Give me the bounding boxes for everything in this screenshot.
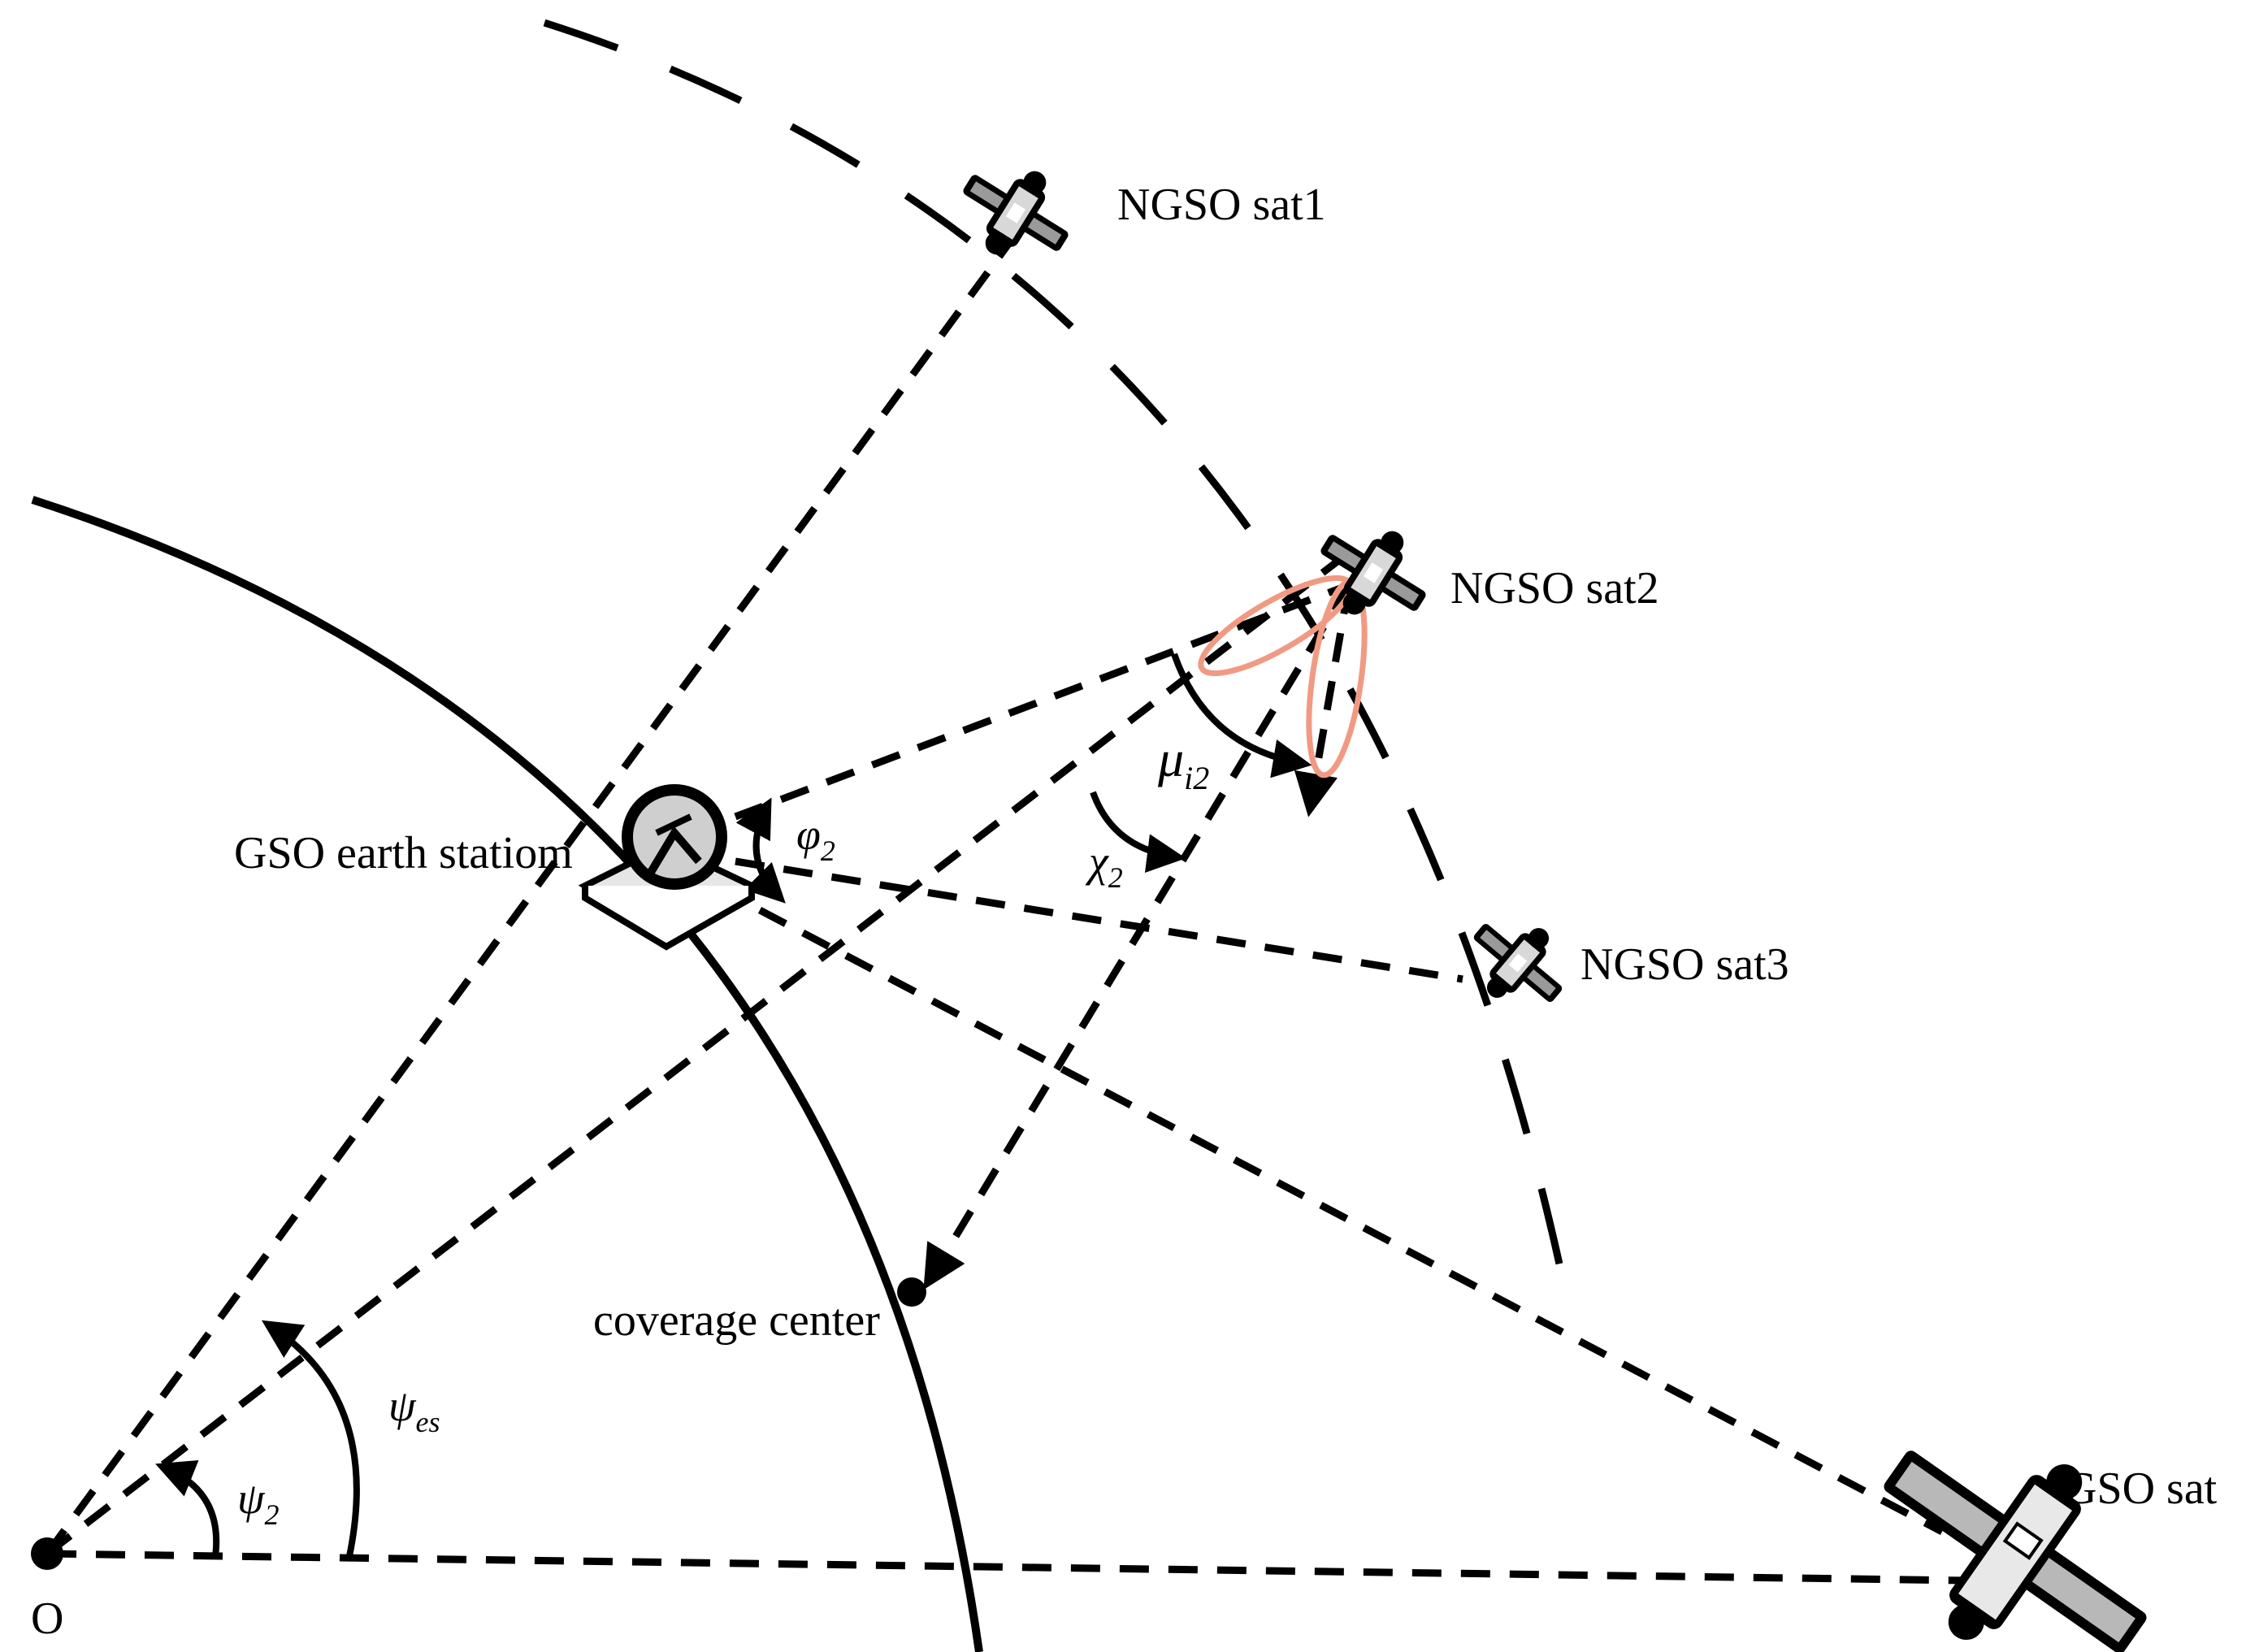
angle-arc-chi	[1090, 791, 1186, 874]
ngso-sat3-label: NGSO sat3	[1580, 939, 1789, 990]
angle-label-psi2: ψ2	[237, 1474, 280, 1531]
coverage-center-point	[897, 1277, 926, 1307]
gso-sat-label: GSO sat	[2064, 1463, 2218, 1514]
ngso-sat1-label: NGSO sat1	[1117, 180, 1326, 230]
beam-lobe-left	[1198, 575, 1354, 677]
angle-label-phi: φ2	[796, 810, 835, 867]
angle-arc-phi	[735, 797, 786, 904]
angle-arc-mu	[1171, 653, 1312, 778]
ray-origin-to-ngso-sat2	[45, 549, 1351, 1557]
ngso-sat2-boresight	[1294, 584, 1353, 817]
angle-label-psi-es: ψes	[388, 1381, 440, 1438]
angle-arc-psi-es	[261, 1320, 360, 1557]
gso-earth-station-label: GSO earth statiom	[234, 828, 573, 878]
coverage-center-label: coverage center	[593, 1295, 880, 1346]
ngso-sat1-small-satellite-icon	[942, 142, 1090, 284]
ray-origin-to-gso-sat	[46, 1550, 1967, 1585]
ray-origin-to-ngso-sat1	[44, 237, 1015, 1556]
origin-point	[31, 1537, 63, 1570]
gso-sat-large-satellite-icon	[1884, 1450, 2147, 1652]
earth-station-dish-antenna-icon	[578, 784, 759, 951]
ray-ngso-sat2-to-coverage-center	[923, 583, 1352, 1290]
angle-arc-psi2	[155, 1459, 220, 1557]
ray-station-to-gso-sat	[757, 907, 1945, 1535]
origin-label: O	[31, 1593, 63, 1644]
ray-station-to-ngso-sat3	[735, 857, 1463, 983]
angle-label-mu: μi2	[1157, 730, 1209, 796]
angle-label-chi: χ2	[1085, 837, 1123, 894]
ngso-sat2-label: NGSO sat2	[1450, 563, 1659, 614]
ray-station-to-ngso-sat2	[734, 581, 1351, 821]
earth-surface	[31, 496, 983, 1652]
ngso-orbit	[543, 19, 1564, 1268]
